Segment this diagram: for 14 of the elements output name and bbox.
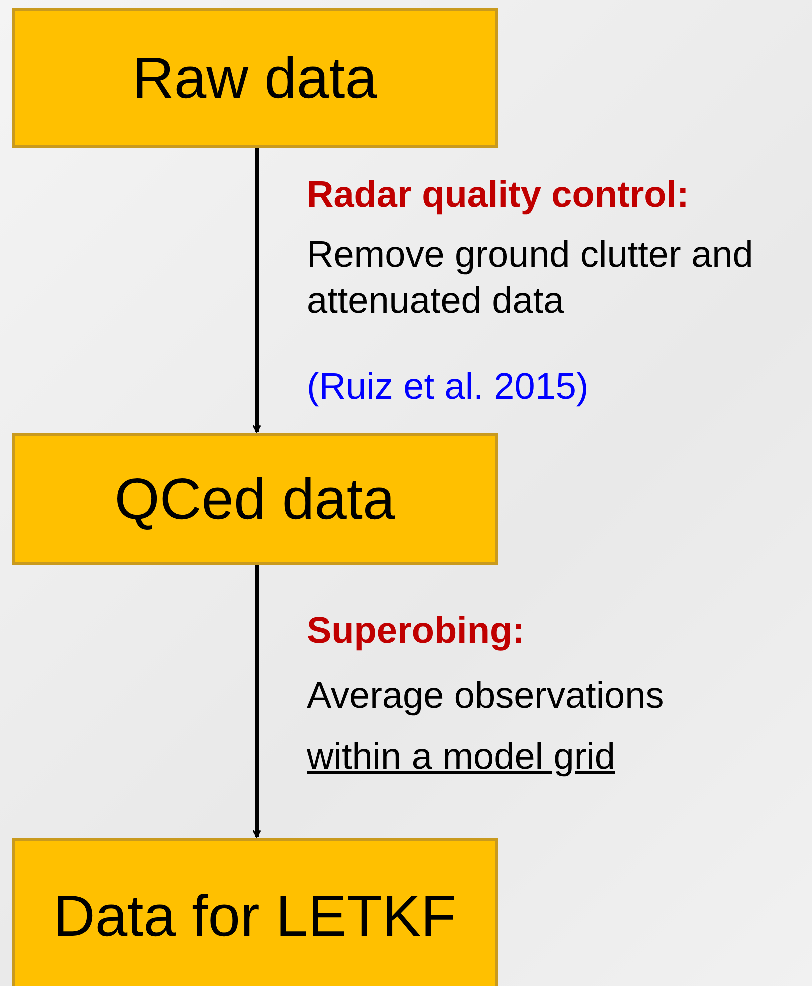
step-heading: Superobing: [307,609,525,653]
process-box [12,433,498,565]
process-box [12,838,498,986]
arrow [252,565,262,838]
node-label: Raw data [132,44,378,112]
step-heading: Radar quality control: [307,173,690,217]
step-description: within a model grid [307,735,616,779]
citation: (Ruiz et al. 2015) [307,365,589,409]
step-description: Average observations [307,674,664,718]
step-description: Remove ground clutter and attenuated data [307,233,754,323]
process-box [12,8,498,148]
node-label: Data for LETKF [54,882,456,950]
node-label: QCed data [114,466,396,532]
arrow [252,148,262,433]
